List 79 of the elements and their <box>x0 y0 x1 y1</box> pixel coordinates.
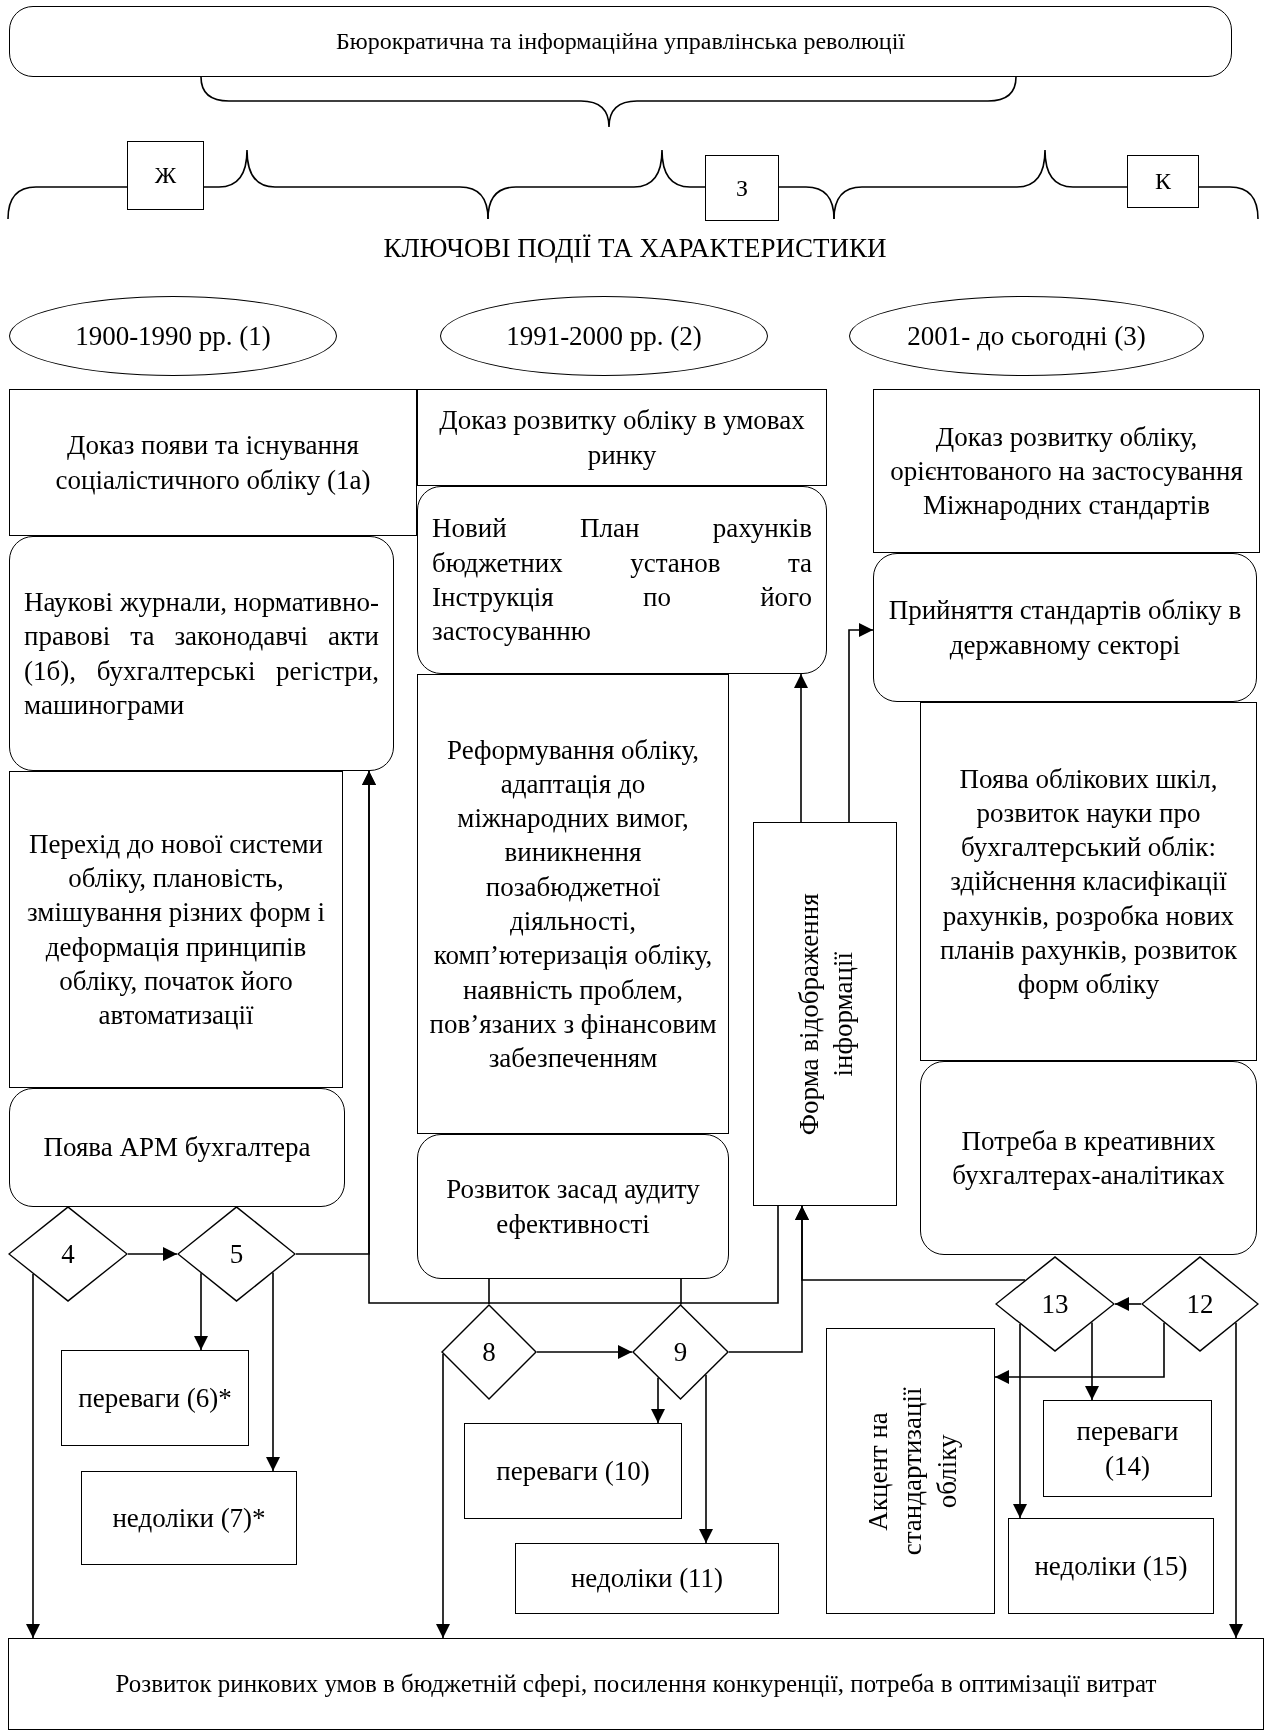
node-text: Реформування обліку, адаптація до міжнародних вимог, виникнення позабюджетної діяльності, комп’ютеризація обліку, наявність проблем, пов’язаних з фінансовим забезпеченням <box>428 733 718 1076</box>
node-text: 1991-2000 рр. (2) <box>505 319 703 353</box>
connector-line <box>488 1278 490 1305</box>
arrow <box>1229 1321 1243 1639</box>
arrow <box>127 1247 178 1261</box>
process-box <box>1008 1518 1214 1614</box>
arrow <box>536 1345 633 1359</box>
rounded-box <box>417 1134 729 1279</box>
node-text: 12 <box>1185 1287 1215 1321</box>
node-text: 2001- до сьогодні (3) <box>906 319 1147 353</box>
node-text: Поява АРМ бухгалтера <box>42 1131 312 1165</box>
node-text: З <box>735 173 749 203</box>
arrow <box>1085 1321 1099 1401</box>
node-text: Доказ розвитку обліку в умовах ринку <box>438 404 806 472</box>
node-text: недоліки (15) <box>1033 1549 1189 1583</box>
node-text: 5 <box>228 1237 245 1271</box>
node-text: переваги (10) <box>495 1454 651 1488</box>
rounded-box <box>9 6 1232 77</box>
node-text: Доказ розвитку обліку, орієнтованого на застосування Міжнародних стандартів <box>889 420 1244 523</box>
arrow <box>794 673 808 823</box>
process-box <box>753 822 897 1206</box>
node-text: Бюрократична та інформаційна управлінська революції <box>334 27 907 57</box>
rounded-box <box>873 553 1257 702</box>
rounded-box <box>9 1088 345 1207</box>
arrow <box>795 1205 1026 1281</box>
rounded-box <box>9 536 394 771</box>
process-box <box>515 1543 779 1614</box>
node-text: 8 <box>481 1335 497 1369</box>
letter-box <box>127 141 204 210</box>
arrow <box>848 623 874 823</box>
rounded-box <box>920 1061 1257 1255</box>
node-text: 4 <box>60 1237 76 1271</box>
process-box <box>61 1350 249 1446</box>
process-box <box>9 771 343 1088</box>
arrow <box>26 1273 40 1639</box>
arrow <box>266 1271 280 1472</box>
node-text: 9 <box>672 1335 689 1369</box>
arrow <box>194 1272 208 1351</box>
process-box <box>920 702 1257 1061</box>
section-heading: КЛЮЧОВІ ПОДІЇ ТА ХАРАКТЕРИСТИКИ <box>382 233 888 264</box>
arrow <box>994 1321 1165 1384</box>
node-text: Акцент на стандартизації обліку <box>861 1386 963 1557</box>
process-box <box>464 1423 682 1519</box>
node-text: недоліки (7)* <box>111 1501 267 1535</box>
node-text: К <box>1154 167 1172 197</box>
node-text: Розвиток засад аудиту ефективності <box>445 1173 701 1241</box>
arrow <box>699 1373 713 1544</box>
node-text: 13 <box>1040 1287 1070 1321</box>
rounded-box <box>417 486 827 674</box>
process-box <box>417 674 729 1134</box>
process-box <box>8 1638 1264 1730</box>
node-text: Наукові журнали, нормативно-правові та законодавчі акти (1б), бухгалтерські регістри, машинограми <box>23 585 380 722</box>
arrow <box>1114 1297 1142 1311</box>
node-text: переваги (6)* <box>77 1381 233 1415</box>
process-box <box>1043 1400 1212 1497</box>
node-text: недоліки (11) <box>569 1562 725 1596</box>
node-text: Перехід до нової системи обліку, плановість, змішування різних форм і деформація принципів обліку, початок його автоматизації <box>26 827 326 1033</box>
arrow <box>436 1353 450 1639</box>
node-text: Новий План рахунків бюджетних установ та Інструкція по його застосуванню <box>431 512 813 649</box>
arrow <box>651 1376 665 1424</box>
process-box <box>417 389 827 486</box>
node-text: переваги (14) <box>1075 1415 1180 1483</box>
arrow <box>362 770 779 1304</box>
letter-box <box>705 155 779 221</box>
node-text: Потреба в креативних бухгалтерах-аналітиках <box>951 1124 1226 1192</box>
connector-line <box>680 1278 682 1306</box>
node-text: Прийняття стандартів обліку в державному секторі <box>887 594 1243 662</box>
node-text: Доказ появи та існування соціалістичного обліку (1а) <box>54 429 372 497</box>
process-box <box>873 389 1260 553</box>
process-box <box>826 1328 995 1614</box>
node-text: Розвиток ринкових умов в бюджетній сфері, посилення конкуренції, потреба в оптимізації витрат <box>114 1669 1158 1700</box>
process-box <box>9 389 417 536</box>
letter-box <box>1127 155 1199 208</box>
process-box <box>81 1471 297 1565</box>
node-text: Форма відображення інформації <box>792 892 859 1137</box>
arrow <box>1013 1323 1027 1519</box>
node-text: 1900-1990 рр. (1) <box>74 319 272 353</box>
node-text: Поява облікових шкіл, розвиток науки про бухгалтерський облік: здійснення класифікації рахунків, розробка нових планів рахунків, розвиток форм обліку <box>938 762 1239 1002</box>
node-text: Ж <box>153 161 178 191</box>
